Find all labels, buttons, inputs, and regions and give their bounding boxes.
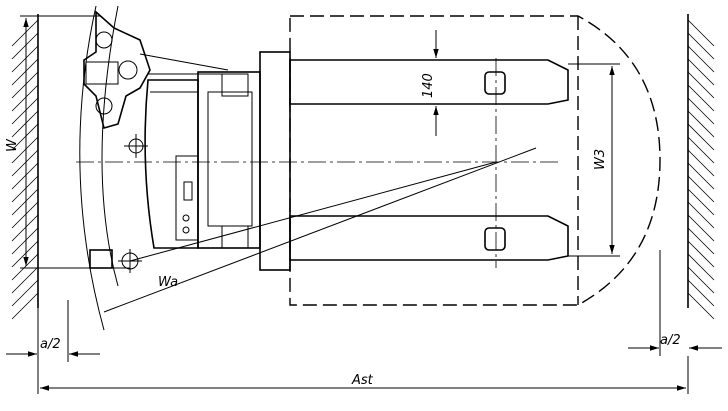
hatch-line [11,188,39,216]
tiller-handle [83,10,229,129]
hatch-line [687,175,715,203]
hatch-line [11,58,39,86]
hatch-line [11,266,39,294]
hatch-line [687,123,715,151]
caster-wheel [89,249,113,269]
hatch-line [687,227,715,255]
hatch-line [11,19,39,47]
hatch-line [687,214,715,242]
hatch-line [11,279,39,307]
label-ast: Ast [351,373,374,388]
hatch-line [11,292,39,320]
left-wall [11,14,39,320]
hatch-line [11,84,39,112]
radius-line-load [129,161,497,262]
hatch-line [11,71,39,99]
swing-arc-outer [79,5,105,331]
hatch-line [11,149,39,177]
dimension-a-half-right [628,250,722,356]
hatch-line [11,32,39,60]
hatch-line [687,110,715,138]
hatch-line [687,279,715,307]
hatch-line [11,214,39,242]
label-a-half-right: a/2 [660,333,681,348]
dimension-a-half-left [6,300,100,362]
hatch-line [11,45,39,73]
hatch-line [11,97,39,125]
steer-centre-mark [124,134,148,158]
hatch-line [11,162,39,190]
hatch-line [11,227,39,255]
hatch-line [687,253,715,281]
hatch-line [11,253,39,281]
right-wall [687,14,715,320]
hatch-line [687,149,715,177]
dimension-ast [37,356,689,394]
dimension-w3 [568,63,620,257]
fork-tine-lower [289,215,569,261]
hatch-line [687,188,715,216]
hatch-line [687,162,715,190]
hatch-line [687,136,715,164]
hatch-line [11,201,39,229]
hatch-line [687,71,715,99]
swing-arc-inner [101,5,119,287]
hatch-line [687,292,715,320]
hatch-line [687,201,715,229]
label-a-half-left: a/2 [40,337,61,352]
hatch-line [687,266,715,294]
label-fork-width: 140 [421,73,436,98]
hatch-line [687,58,715,86]
truck-chassis [144,71,261,249]
dimension-w [20,15,130,269]
hatch-line [687,84,715,112]
hatch-line [11,175,39,203]
hatch-line [687,240,715,268]
hatch-line [11,110,39,138]
hatch-line [687,97,715,125]
radius-line-wa [103,147,537,313]
hatch-line [11,240,39,268]
label-wa: Wa [158,275,178,290]
label-w3: W3 [593,149,608,170]
hatch-line [687,19,715,47]
hatch-line [687,45,715,73]
hatch-line [687,32,715,60]
fork-carriage [259,51,291,271]
label-w: W [5,138,20,152]
